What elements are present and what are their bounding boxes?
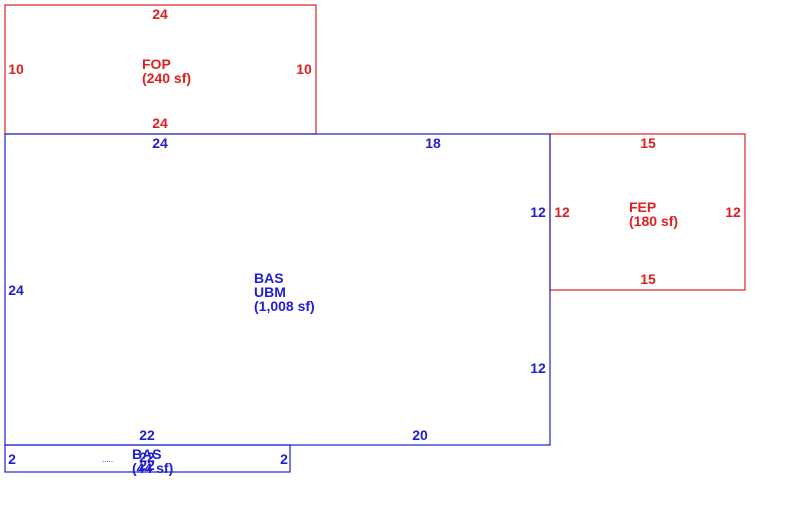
fop-area: (240 sf): [142, 70, 191, 86]
fop-name: FOP: [142, 56, 171, 72]
strip-area: (44 sf): [132, 460, 173, 476]
strip-top-dimension-a: 22: [139, 449, 155, 465]
fep-top-dimension: 15: [640, 135, 656, 151]
fop-left-dimension: 10: [8, 61, 24, 77]
strip-name: BAS: [132, 446, 162, 462]
bas-name: BAS: [254, 270, 284, 286]
bas-bottom-left-dimension: 22: [139, 427, 155, 443]
fep-right-dimension: 12: [725, 204, 741, 220]
strip-left-dimension: 2: [8, 451, 16, 467]
bas-right-lower-dimension: 12: [530, 360, 546, 376]
strip-outline: [4, 444, 291, 473]
fep-bottom-dimension: 15: [640, 271, 656, 287]
bas-top-left-dimension: 24: [152, 135, 168, 151]
bas-name-2: UBM: [254, 284, 286, 300]
fop-top-dimension: 24: [152, 6, 168, 22]
strip-top-dimension-b: 22: [139, 457, 155, 473]
bas-bottom-right-dimension: 20: [412, 427, 428, 443]
bas-left-dimension: 24: [8, 282, 24, 298]
fep-name: FEP: [629, 199, 656, 215]
fop-right-dimension: 10: [296, 61, 312, 77]
fep-left-dimension: 12: [554, 204, 570, 220]
bas-right-upper-dimension: 12: [530, 204, 546, 220]
fop-bottom-dimension: 24: [152, 115, 168, 131]
fep-area: (180 sf): [629, 213, 678, 229]
strip-dots: .....: [102, 455, 113, 464]
strip-right-dimension: 2: [280, 451, 288, 467]
bas-top-right-dimension: 18: [425, 135, 441, 151]
bas-area: (1,008 sf): [254, 298, 315, 314]
